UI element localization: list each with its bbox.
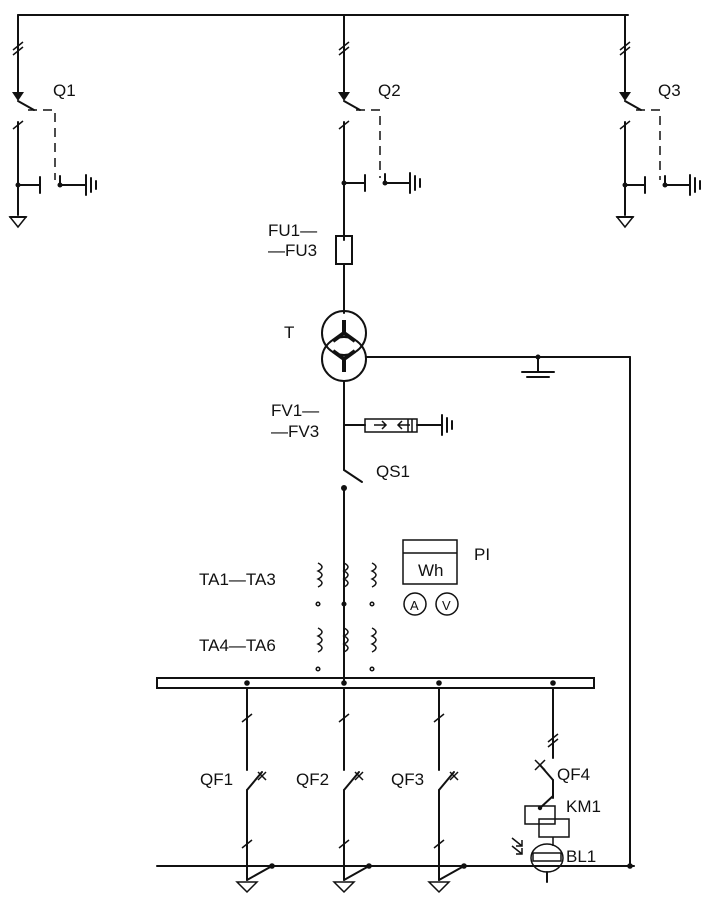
label-qf3: QF3 <box>391 770 424 789</box>
label-voltmeter: V <box>442 598 451 613</box>
q1-branch <box>8 14 97 229</box>
label-q2: Q2 <box>378 81 401 100</box>
label-q3: Q3 <box>658 81 681 100</box>
label-km1: KM1 <box>566 797 601 816</box>
feeder-qf1 <box>241 680 267 881</box>
ground-icon <box>332 881 356 894</box>
ammeter-icon <box>403 592 427 616</box>
ground-icon <box>427 881 451 894</box>
label-ta1-ta3: TA1—TA3 <box>199 570 276 589</box>
lv-busbar <box>156 677 595 689</box>
feeder-qf3 <box>433 680 459 881</box>
contactor-coil <box>524 805 556 825</box>
label-qf2: QF2 <box>296 770 329 789</box>
label-meter-panel: PI <box>474 545 490 564</box>
ground-icon <box>441 414 453 436</box>
voltmeter-icon <box>435 592 459 616</box>
label-bl1: BL1 <box>566 847 596 866</box>
feeder-qf2 <box>338 680 364 881</box>
label-ammeter: A <box>410 598 419 613</box>
label-ta4-ta6: TA4—TA6 <box>199 636 276 655</box>
q2-branch <box>338 14 421 241</box>
label-fu-2: —FU3 <box>268 241 317 260</box>
current-transformers-symbol <box>315 562 377 672</box>
label-qf1: QF1 <box>200 770 233 789</box>
ground-icon <box>521 371 555 378</box>
label-watt-hour: Wh <box>418 561 444 580</box>
q3-branch <box>615 14 701 229</box>
label-fv-2: —FV3 <box>271 422 319 441</box>
label-fv-1: FV1— <box>271 401 319 420</box>
meter-panel <box>402 539 459 616</box>
label-qf4: QF4 <box>557 765 590 784</box>
label-q1: Q1 <box>53 81 76 100</box>
label-fu-1: FU1— <box>268 221 317 240</box>
surge-arrester-symbol <box>343 414 453 436</box>
disconnector-qs1-symbol <box>341 469 363 684</box>
label-transformer: T <box>284 323 294 342</box>
transformer-symbol <box>321 310 367 382</box>
feeder-qf4 <box>511 680 570 883</box>
lamp-bl1-symbol <box>530 843 564 873</box>
label-qs1: QS1 <box>376 462 410 481</box>
ground-icon <box>235 881 259 894</box>
